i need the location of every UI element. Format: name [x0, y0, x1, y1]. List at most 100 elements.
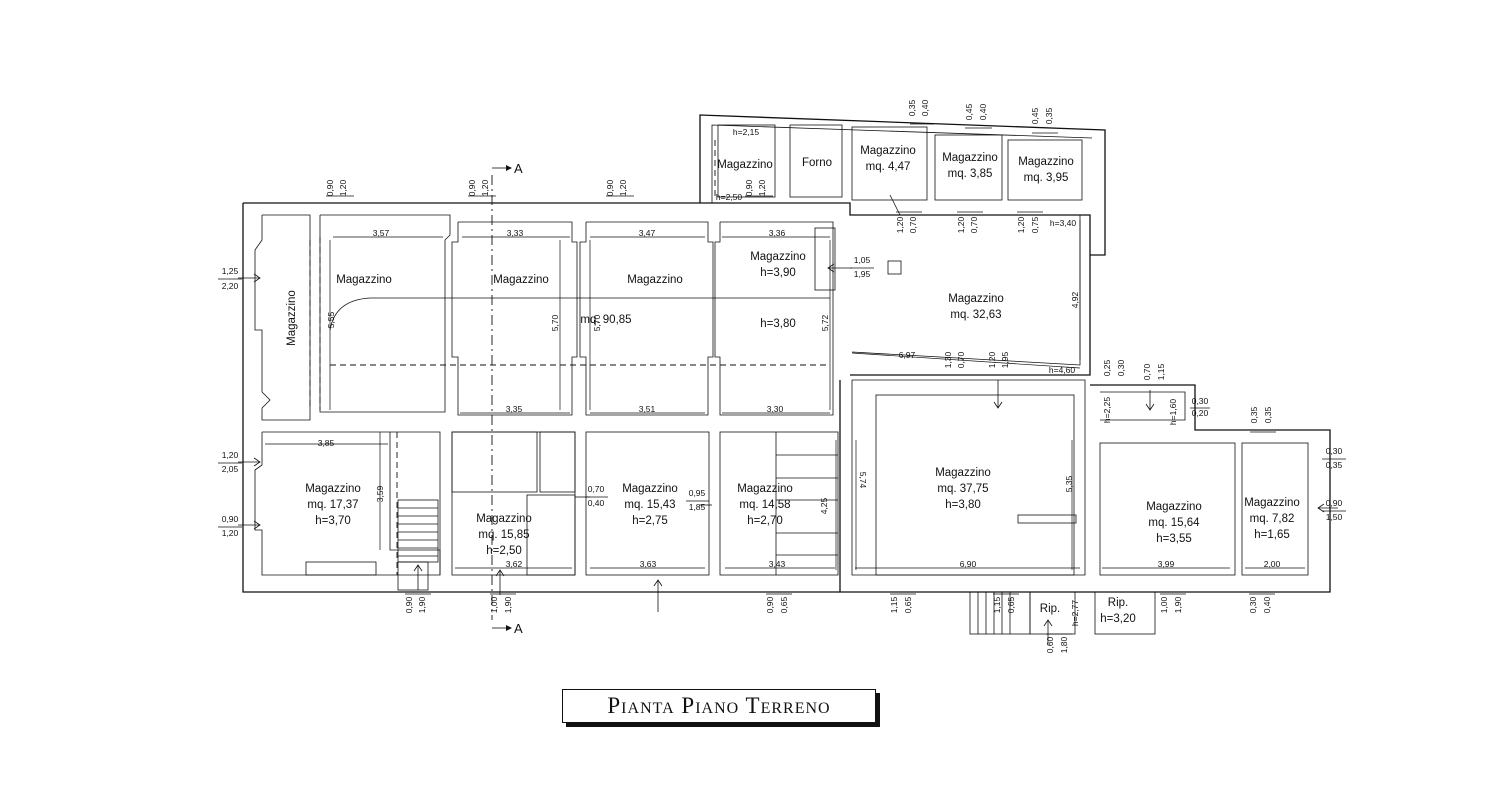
dim-label: 0,70 [908, 216, 918, 233]
dim-label: 3,36 [769, 228, 786, 238]
room-height-big: h=3,80 [760, 318, 796, 330]
dim-label: 0,45 [964, 103, 974, 120]
dim-label: 1,90 [1173, 596, 1183, 613]
dim-label: 2,05 [222, 464, 239, 474]
room-area-b6: mq. 15,64 [1148, 517, 1200, 529]
dim-label: 0,75 [1030, 216, 1040, 233]
dim-label: h=4,60 [1049, 365, 1076, 375]
dim-label: 0,30 [1326, 446, 1343, 456]
section-line-a [491, 165, 512, 631]
dim-label: 1,20 [618, 179, 628, 196]
dim-label: 1,15 [992, 596, 1002, 613]
room-label-big2: Magazzino [493, 274, 549, 286]
room-height-big4: h=3,90 [760, 267, 796, 279]
vertical-dimension-labels: 0,90 1,20 0,90 1,20 0,90 1,20 0,90 1,20 … [325, 99, 1273, 653]
dimension-lines [265, 220, 1305, 570]
room-area-b5: mq. 37,75 [937, 483, 988, 495]
room-label-big3: Magazzino [627, 274, 683, 286]
dim-label: 0,70 [956, 351, 966, 368]
room-label-b5: Magazzino [935, 467, 991, 479]
dim-label: 6,90 [960, 559, 977, 569]
room-area-b2: mq. 15,85 [478, 529, 529, 541]
dim-label: 0,90 [325, 179, 335, 196]
dim-label: 0,70 [969, 216, 979, 233]
dim-label: 0,40 [920, 99, 930, 116]
dim-label: 0,70 [1142, 363, 1152, 380]
upper-annex [714, 124, 1083, 366]
room-height-b4: h=2,70 [747, 515, 783, 527]
dim-label: 2,20 [222, 281, 239, 291]
dim-label: 1,50 [1326, 512, 1343, 522]
dim-label: 5,55 [326, 311, 336, 328]
dim-label: h=1,60 [1168, 399, 1178, 426]
dim-label: 0,40 [1262, 596, 1272, 613]
room-label-corridor: Magazzino [286, 290, 298, 346]
room-label-b1: Magazzino [305, 483, 361, 495]
opening-ticks [326, 123, 1276, 635]
room-label-b2: Magazzino [476, 513, 532, 525]
dim-label: 0,30 [1116, 359, 1126, 376]
dim-label: 5,72 [820, 314, 830, 331]
room-label-forno: Forno [802, 157, 832, 169]
room-area-b1: mq. 17,37 [307, 499, 358, 511]
dim-label: 3,63 [640, 559, 657, 569]
entry-arrows [238, 194, 1338, 645]
room-label-b7: Magazzino [1244, 497, 1300, 509]
room-label-top-small: Magazzino [717, 159, 773, 171]
room-area-big: mq. 90,85 [580, 314, 631, 326]
dim-label: 0,40 [588, 498, 605, 508]
room-area-b4: mq. 14,58 [739, 499, 790, 511]
room-area-t2: mq. 3,85 [948, 168, 993, 180]
dim-label: 1,85 [689, 502, 706, 512]
dim-label: h=2,15 [733, 127, 760, 137]
dim-label: 0,70 [588, 484, 605, 494]
dim-label: 1,20 [956, 216, 966, 233]
dim-label: h=2,25 [1102, 397, 1112, 424]
room-label-b6: Magazzino [1146, 501, 1202, 513]
dim-label: 0,45 [1030, 107, 1040, 124]
dim-label: 3,62 [506, 559, 523, 569]
dim-label: 1,95 [854, 269, 871, 279]
dim-label: 1,90 [503, 596, 513, 613]
room-labels: Magazzino Magazzino Magazzino Magazzino … [286, 145, 1300, 625]
dim-label: 1,05 [854, 255, 871, 265]
dim-label: 3,57 [373, 228, 390, 238]
stair-treads-left [398, 507, 438, 557]
bottom-rooms [254, 379, 1309, 635]
room-area-right-big: mq. 32,63 [950, 309, 1001, 321]
dim-label: 1,30 [943, 351, 953, 368]
dim-label: 0,35 [1044, 107, 1054, 124]
dim-label: 3,47 [639, 228, 656, 238]
dim-label: 5,70 [550, 314, 560, 331]
dim-label: 1,15 [889, 596, 899, 613]
dim-label: 0,90 [744, 179, 754, 196]
section-label-bottom: A [514, 621, 523, 636]
room-height-b2: h=2,50 [486, 545, 522, 557]
room-height-rip2: h=3,20 [1100, 613, 1136, 625]
dim-label: 2,00 [1264, 559, 1281, 569]
dim-label: 0,20 [1192, 408, 1209, 418]
dim-label: 3,51 [639, 404, 656, 414]
dim-label: 5,35 [1064, 475, 1074, 492]
dim-label: 0,25 [1102, 359, 1112, 376]
dim-label: 1,20 [1016, 216, 1026, 233]
stair-treads-bottom [977, 592, 1011, 634]
dim-label: 0,90 [404, 596, 414, 613]
dim-label: 3,85 [318, 438, 335, 448]
dim-label: 1,00 [1159, 596, 1169, 613]
dim-label: 1,20 [987, 351, 997, 368]
dim-label: 1,20 [895, 216, 905, 233]
dim-label: 0,35 [1263, 406, 1273, 423]
dim-label: 1,90 [417, 596, 427, 613]
dim-label: 5,74 [858, 472, 868, 489]
drawing-title-box: Pianta Piano Terreno [562, 689, 876, 723]
room-label-b3: Magazzino [622, 483, 678, 495]
dim-label: 4,25 [819, 497, 829, 514]
dim-label: 0,90 [1326, 498, 1343, 508]
room-label-t1: Magazzino [860, 145, 916, 157]
room-height-b7: h=1,65 [1254, 529, 1290, 541]
room-area-b7: mq. 7,82 [1250, 513, 1295, 525]
room-height-b6: h=3,55 [1156, 533, 1192, 545]
dim-label: 3,99 [1158, 559, 1175, 569]
